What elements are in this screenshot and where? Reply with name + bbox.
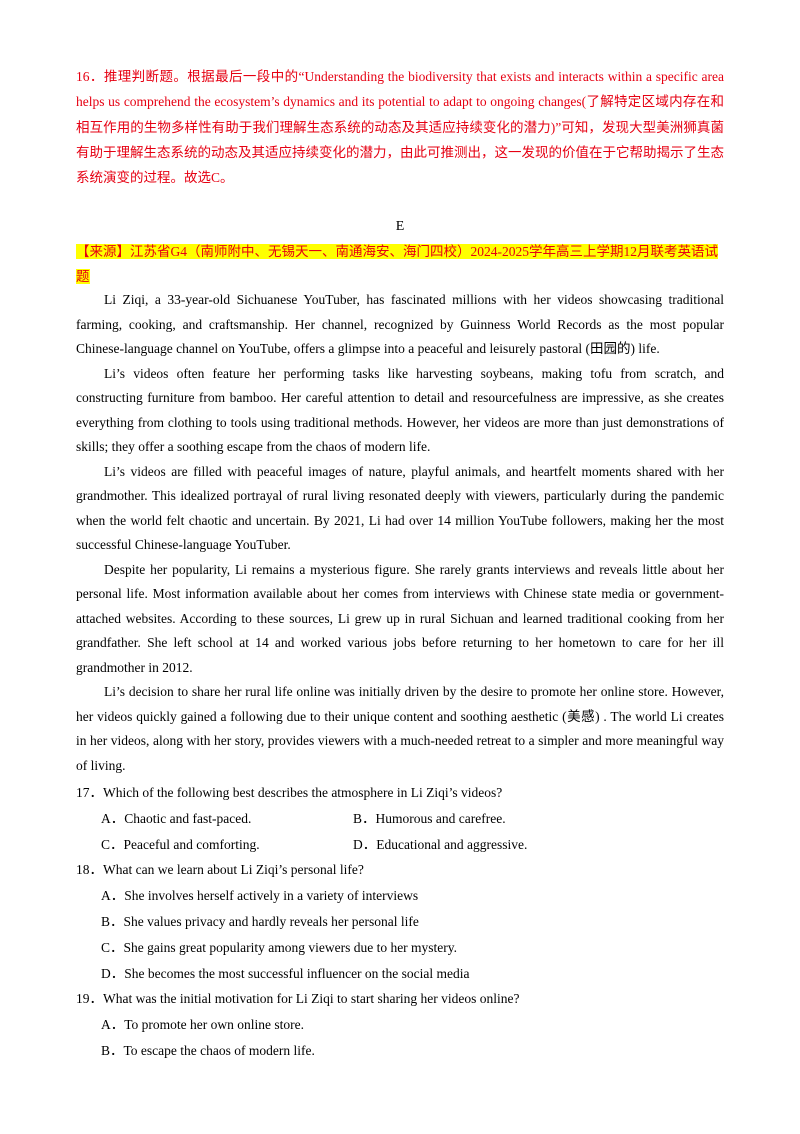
- option-17d: D．Educational and aggressive.: [353, 836, 528, 852]
- question-17-options-row-2: C．Peaceful and comforting. D．Educational…: [76, 832, 724, 858]
- passage-paragraph: Despite her popularity, Li remains a mys…: [76, 561, 724, 675]
- question-18: 18．What can we learn about Li Ziqi’s per…: [76, 862, 364, 878]
- question-17: 17．Which of the following best describes…: [76, 785, 503, 800]
- passage-paragraph: Li’s decision to share her rural life on…: [76, 684, 724, 773]
- section-heading: E: [395, 219, 405, 234]
- questions-block: 17．Which of the following best describes…: [76, 780, 724, 1064]
- passage-paragraph: Li’s videos are filled with peaceful ima…: [76, 463, 724, 553]
- option-19a: A．To promote her own online store.: [101, 1017, 305, 1033]
- question-17-options-row-1: A．Chaotic and fast-paced. B．Humorous and…: [76, 806, 724, 832]
- option-18b: B．She values privacy and hardly reveals …: [101, 913, 419, 929]
- passage-paragraph: Li’s videos often feature her performing…: [76, 365, 724, 455]
- option-17c: C．Peaceful and comforting.: [101, 836, 260, 852]
- passage-paragraph: Li Ziqi, a 33-year-old Sichuanese YouTub…: [76, 292, 724, 356]
- option-18d: D．She becomes the most successful influe…: [101, 965, 470, 981]
- question-19: 19．What was the initial motivation for L…: [76, 991, 520, 1007]
- option-18c: C．She gains great popularity among viewe…: [101, 939, 458, 955]
- option-17b: B．Humorous and carefree.: [353, 810, 506, 826]
- source-highlight: 【来源】江苏省G4（南师附中、无锡天一、南通海安、海门四校）2024-2025学…: [76, 244, 718, 284]
- option-18a: A．She involves herself actively in a var…: [101, 888, 419, 904]
- reading-passage: Li Ziqi, a 33-year-old Sichuanese YouTub…: [76, 288, 724, 778]
- option-19b: B．To escape the chaos of modern life.: [101, 1042, 315, 1058]
- answer-explanation-16: 16．推理判断题。根据最后一段中的“Understanding the biod…: [76, 69, 724, 186]
- source-line: 【来源】江苏省G4（南师附中、无锡天一、南通海安、海门四校）2024-2025学…: [76, 240, 724, 289]
- option-17a: A．Chaotic and fast-paced.: [101, 810, 252, 826]
